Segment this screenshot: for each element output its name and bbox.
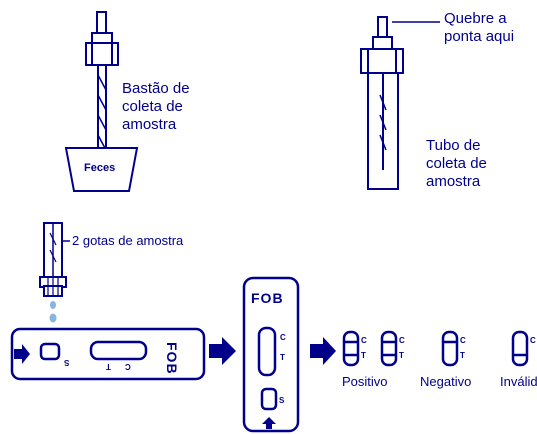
marker-c-pos1: C bbox=[361, 336, 367, 345]
dropper-tube bbox=[39, 222, 67, 297]
result-invalid bbox=[511, 330, 529, 367]
fob-label-horizontal: FOB bbox=[164, 342, 180, 375]
fob-label-vertical: FOB bbox=[251, 290, 284, 306]
marker-t-neg: T bbox=[460, 351, 465, 360]
stick-label: Bastão de coleta de amostra bbox=[122, 80, 190, 133]
up-arrow-small bbox=[262, 417, 276, 429]
positive-label: Positivo bbox=[342, 374, 388, 389]
negative-label: Negativo bbox=[420, 374, 472, 389]
sample-droplets bbox=[49, 301, 57, 323]
result-positive-2 bbox=[380, 330, 398, 367]
left-arrow-small bbox=[14, 344, 30, 364]
marker-c-vertical: C bbox=[280, 333, 286, 342]
marker-t-pos1: T bbox=[361, 351, 366, 360]
marker-c-horizontal: C bbox=[125, 362, 131, 371]
tube-label: Tubo de coleta de amostra bbox=[426, 137, 487, 190]
invalid-label: Inválido bbox=[500, 374, 537, 389]
cup-label: Feces bbox=[84, 162, 116, 174]
break-label: Quebre a ponta aqui bbox=[444, 10, 515, 45]
collection-stick bbox=[85, 11, 119, 154]
result-negative bbox=[441, 330, 459, 367]
sample-well-vertical bbox=[260, 387, 278, 411]
result-window-vertical bbox=[257, 326, 277, 377]
drops-label: 2 gotas de amostra bbox=[72, 233, 184, 248]
result-positive-1 bbox=[342, 330, 360, 367]
marker-c-neg: C bbox=[460, 336, 466, 345]
marker-c-pos2: C bbox=[399, 336, 405, 345]
arrow-to-results bbox=[310, 337, 336, 365]
sample-well-horizontal bbox=[39, 342, 61, 361]
feces-cup bbox=[64, 147, 139, 192]
marker-t-horizontal: T bbox=[106, 362, 111, 371]
arrow-to-vertical-cassette bbox=[209, 337, 236, 365]
marker-s-vertical: S bbox=[279, 396, 285, 405]
marker-t-pos2: T bbox=[399, 351, 404, 360]
marker-c-inv: C bbox=[530, 336, 536, 345]
marker-s-horizontal: S bbox=[64, 358, 70, 367]
collection-tube bbox=[360, 16, 404, 190]
result-window-horizontal bbox=[89, 340, 148, 361]
marker-t-vertical: T bbox=[280, 353, 285, 362]
